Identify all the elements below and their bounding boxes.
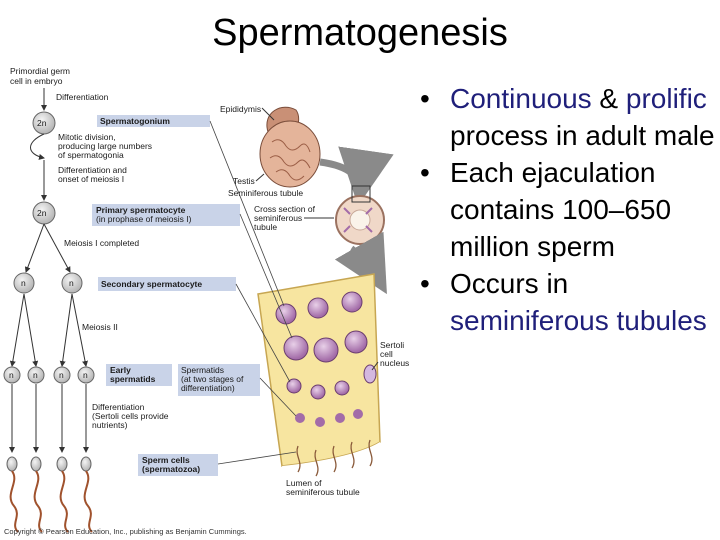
bullet-item: • Occurs in seminiferous tubules	[420, 265, 716, 339]
bullet-text-part: &	[592, 83, 626, 114]
tubule-wall-illustration	[258, 274, 382, 503]
spermatogenesis-diagram: Primordial germ cell in embryo Different…	[0, 62, 418, 538]
bullet-item: • Each ejaculation contains 100–650 milli…	[420, 154, 716, 265]
spermatogonium-in-wall	[308, 298, 328, 318]
bullet-symbol: •	[420, 265, 430, 302]
bullet-item: • Continuous & prolific process in adult …	[420, 80, 716, 154]
ploidy-n: n	[83, 370, 88, 380]
slide-title: Spermatogenesis	[0, 12, 720, 55]
label-semtubule: Seminiferous tubule	[228, 188, 303, 198]
testis-shape	[260, 121, 320, 187]
sperm-head	[31, 457, 41, 471]
label-cross-3: tubule	[254, 222, 277, 232]
arrow	[44, 224, 70, 272]
label-sertoli-3: nucleus	[380, 358, 409, 368]
ploidy-n: n	[69, 278, 74, 288]
bullet-symbol: •	[420, 80, 430, 117]
ploidy-2n: 2n	[37, 208, 47, 218]
spermatid-in-wall	[295, 413, 305, 423]
label-primordial-2: cell in embryo	[10, 76, 63, 86]
spermatid-in-wall	[335, 413, 345, 423]
label-epididymis: Epididymis	[220, 104, 261, 114]
leader-line	[256, 174, 264, 181]
bullet-text-part: prolific	[626, 83, 707, 114]
testis-illustration	[260, 107, 320, 187]
secondary-spermatocyte-in-wall	[335, 381, 349, 395]
bullet-text-part: Occurs in	[450, 268, 568, 299]
ploidy-2n: 2n	[37, 118, 47, 128]
sperm-head	[57, 457, 67, 471]
sperm-cells	[7, 457, 92, 532]
bullet-text-part: process in adult male	[450, 120, 715, 151]
bullet-text-part: Each ejaculation contains 100–650 millio…	[450, 157, 671, 262]
label-diffsertoli-3: nutrients)	[92, 420, 128, 430]
label-primordial: Primordial germ	[10, 66, 70, 76]
label-lumen-2: seminiferous tubule	[286, 487, 360, 497]
bullet-text-part: seminiferous tubules	[450, 305, 707, 336]
label-mitotic-3: of spermatogonia	[58, 150, 124, 160]
label-meiosis-2: Meiosis II	[82, 322, 118, 332]
label-differentiation: Differentiation	[56, 92, 109, 102]
arrow	[12, 294, 24, 366]
bullet-list: • Continuous & prolific process in adult …	[420, 80, 716, 339]
spermatogonium-in-wall	[342, 292, 362, 312]
label-spermatogonium: Spermatogonium	[100, 116, 170, 126]
label-primary-2: (in prophase of meiosis I)	[96, 214, 192, 224]
mitosis-loop-arrow	[31, 134, 45, 158]
sperm-tail	[85, 471, 92, 532]
label-spermcells-2: (spermatozoa)	[142, 464, 200, 474]
primary-spermatocyte-in-wall	[284, 336, 308, 360]
arrow	[62, 294, 72, 366]
arrow	[24, 294, 36, 366]
ploidy-n: n	[21, 278, 26, 288]
sperm-head	[7, 457, 17, 471]
ploidy-n: n	[33, 370, 38, 380]
label-early-2: spermatids	[110, 374, 156, 384]
primary-spermatocyte-in-wall	[345, 331, 367, 353]
ploidy-n: n	[9, 370, 14, 380]
zoom-arrow	[320, 162, 360, 192]
arrow	[26, 224, 44, 272]
bullet-symbol: •	[420, 154, 430, 191]
label-spermatids-3: differentiation)	[181, 383, 235, 393]
label-meiosis-1: Meiosis I completed	[64, 238, 139, 248]
label-diffonset-2: onset of meiosis I	[58, 174, 124, 184]
spermatid-in-wall	[353, 409, 363, 419]
spermatid-in-wall	[315, 417, 325, 427]
primary-spermatocyte-in-wall	[314, 338, 338, 362]
sperm-tail	[61, 471, 68, 532]
bullet-text-part: Continuous	[450, 83, 592, 114]
cross-section-illustration	[336, 186, 384, 244]
sperm-head	[81, 457, 91, 471]
label-secondary: Secondary spermatocyte	[101, 279, 202, 289]
label-testis: Testis	[233, 176, 255, 186]
copyright-notice: Copyright © Pearson Education, Inc., pub…	[4, 527, 247, 536]
sperm-tail	[11, 471, 18, 532]
secondary-spermatocyte-in-wall	[311, 385, 325, 399]
sperm-tail	[35, 471, 42, 532]
ploidy-n: n	[59, 370, 64, 380]
